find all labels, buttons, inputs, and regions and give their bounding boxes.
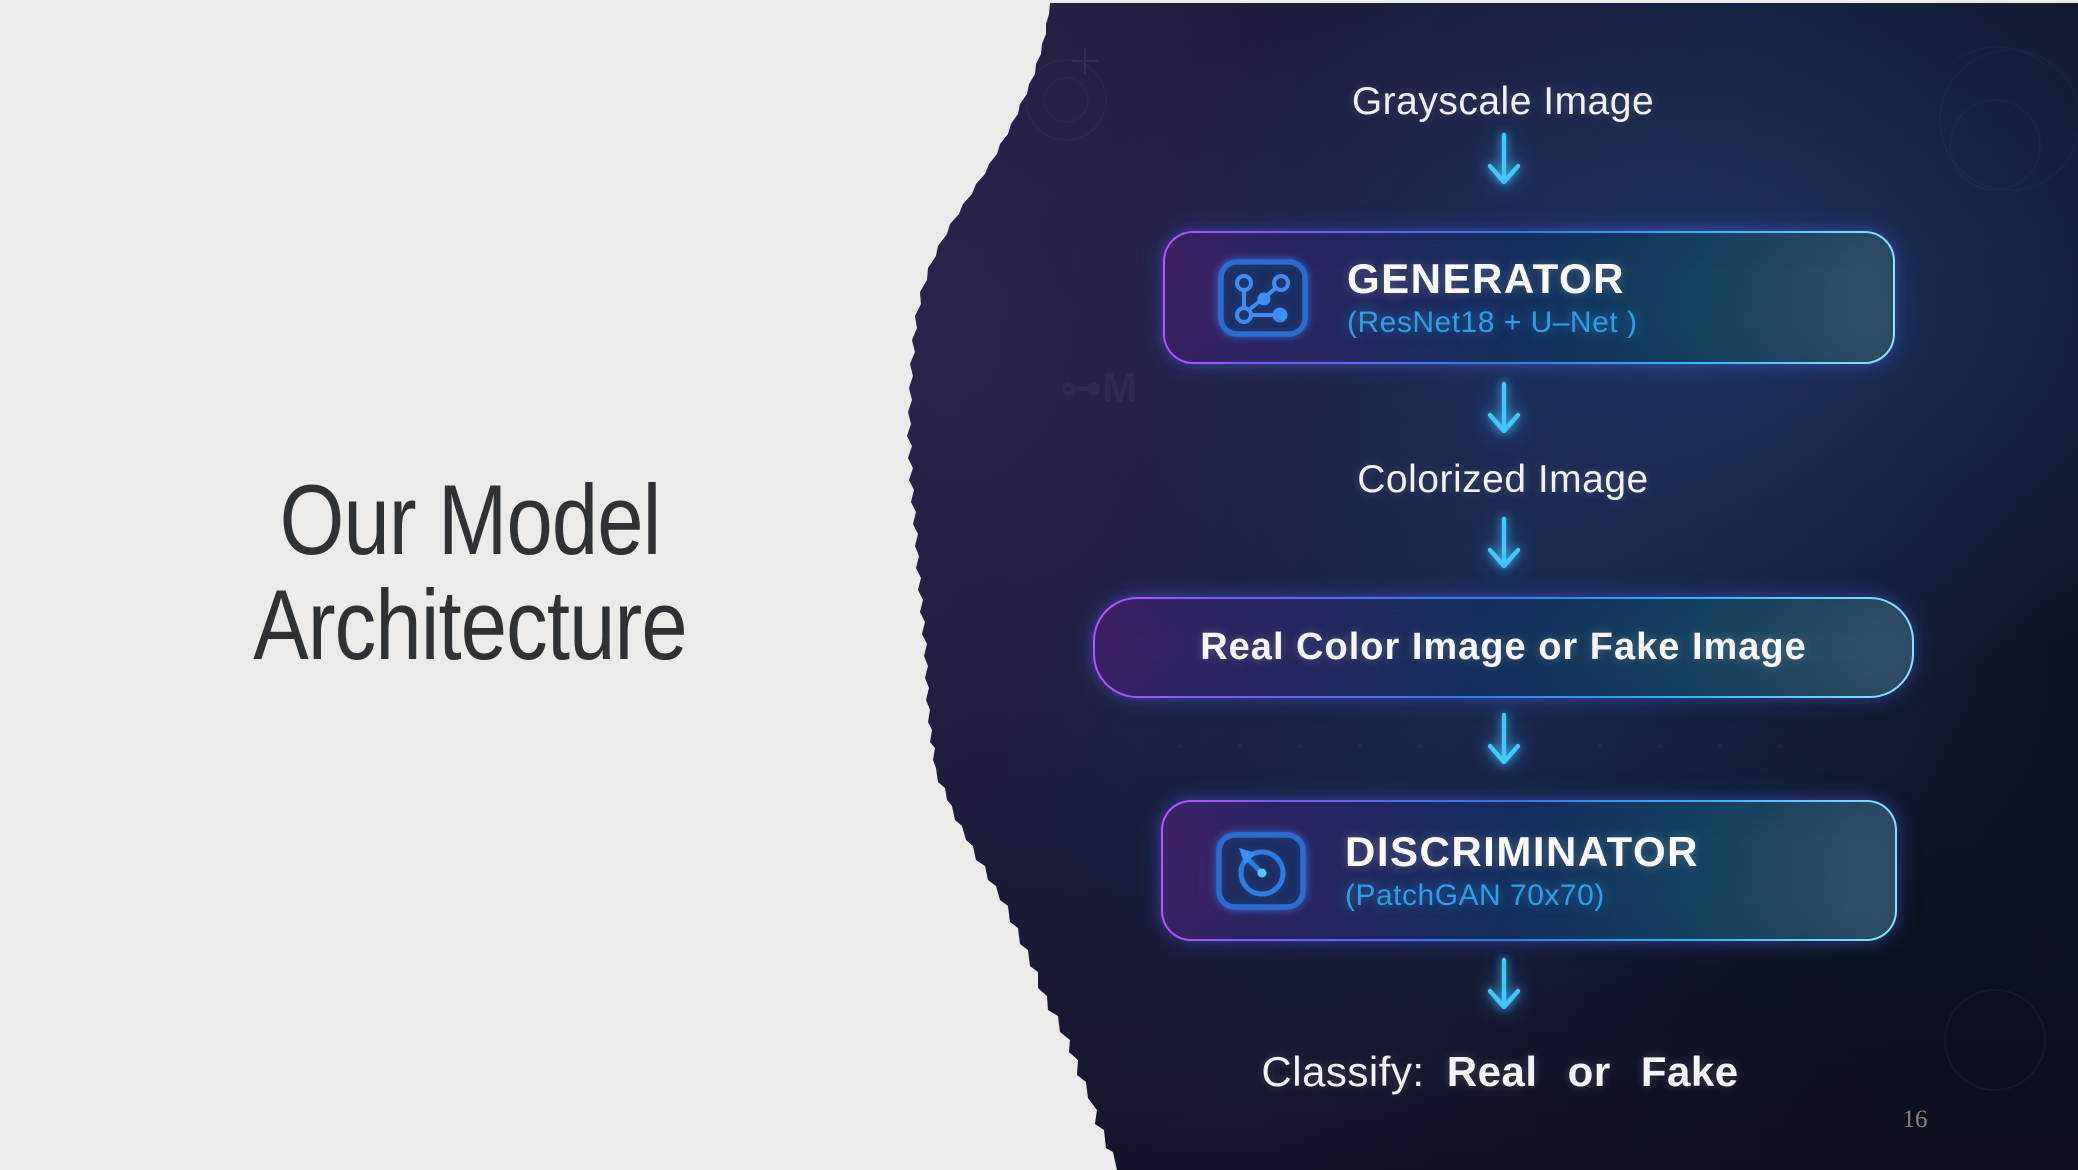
background-texture: ⊶M [1025,46,2078,1091]
classify-options: Real or Fake [1446,1048,1739,1095]
down-arrow-icon [1487,516,1521,569]
grayscale-image-label: Grayscale Image [1351,80,1655,123]
discriminator-title: DISCRIMINATOR [1345,828,1699,875]
classify-prefix: Classify: [1261,1048,1425,1095]
discriminator-node: DISCRIMINATOR (PatchGAN 70x70) [1161,800,1897,941]
page-title: Our Model Architecture [142,464,797,680]
down-arrow-icon [1487,132,1521,185]
svg-text:⊶M: ⊶M [1060,364,1137,411]
generator-subtitle: (ResNet18 + U–Net ) [1347,306,1638,339]
generator-text: GENERATOR (ResNet18 + U–Net ) [1347,255,1637,340]
down-arrow-icon [1487,957,1521,1010]
discriminator-subtitle: (PatchGAN 70x70) [1345,879,1605,912]
classification-label: Classify: Real or Fake [1100,1048,1900,1096]
colorized-image-label: Colorized Image [1357,458,1649,501]
generator-node: GENERATOR (ResNet18 + U–Net ) [1163,231,1895,364]
gauge-icon [1216,831,1306,910]
down-arrow-icon [1487,712,1521,765]
generator-title: GENERATOR [1347,255,1625,302]
page-number: 16 [1902,1106,1928,1133]
down-arrow-icon [1487,381,1521,434]
discriminator-text: DISCRIMINATOR (PatchGAN 70x70) [1345,828,1699,913]
comparison-label: Real Color Image or Fake Image [1200,626,1807,668]
title-line-2: Architecture [253,568,687,680]
circuit-nodes-icon [1218,258,1308,337]
comparison-node: Real Color Image or Fake Image [1093,597,1914,698]
title-line-1: Our Model [279,464,662,575]
